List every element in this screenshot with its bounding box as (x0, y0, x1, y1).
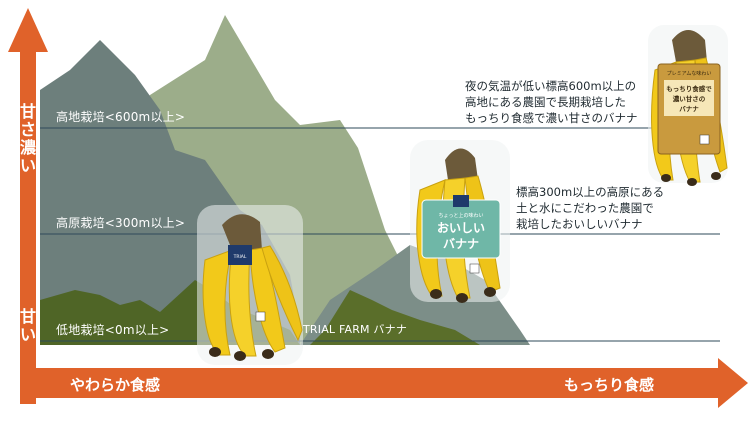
level-label-mid: 高原栽培<300m以上> (56, 216, 186, 230)
product-premium-banana: プレミアムな味わい もっちり食感で 濃い甘さの バナナ (648, 25, 728, 186)
product-badge-premium-top: プレミアムな味わい (667, 70, 712, 77)
product-badge-premium-l3: バナナ (679, 105, 699, 113)
x-axis-arrow (20, 358, 748, 408)
level-label-low: 低地栽培<0m以上> (56, 323, 170, 337)
product-badge-oishii-name1: おいしい (437, 221, 485, 235)
description-oishii: 標高300m以上の高原にある 土と水にこだわった農園で 栽培したおいしいバナナ (516, 185, 665, 231)
y-axis-arrow (8, 8, 48, 404)
y-axis-label-top: 甘 さ 濃 い (19, 102, 36, 175)
mountain-front-right (310, 290, 480, 345)
x-axis-label-left: やわらか食感 (70, 376, 161, 394)
product-badge-oishii-name2: バナナ (443, 237, 479, 251)
product-badge-trial: TRIAL (233, 254, 247, 260)
product-badge-premium-l2: 濃い甘さの (673, 94, 706, 103)
x-axis-label-right: もっちり食感 (564, 376, 655, 394)
product-oishii-banana: ちょっと上の味わい おいしい バナナ (410, 140, 510, 303)
product-name-trial-farm: TRIAL FARM バナナ (303, 323, 408, 336)
description-premium: 夜の気温が低い標高600m以上の 高地にある農園で長期栽培した もっちり食感で濃… (465, 79, 638, 125)
level-label-high: 高地栽培<600m以上> (56, 110, 186, 124)
y-axis-label-bottom: 甘 い (19, 307, 36, 344)
product-badge-premium-l1: もっちり食感で (666, 84, 712, 93)
product-badge-oishii-top: ちょっと上の味わい (438, 212, 483, 219)
product-trial-farm-banana: TRIAL (197, 205, 303, 365)
